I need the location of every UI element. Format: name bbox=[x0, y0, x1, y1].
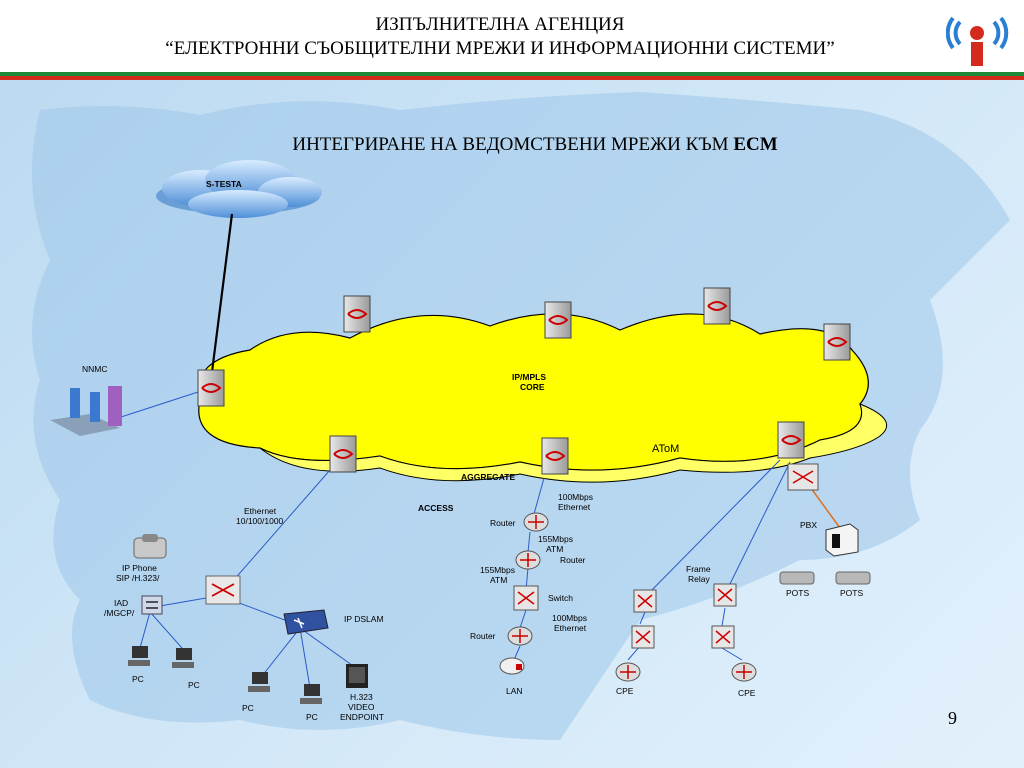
server-icon bbox=[703, 287, 731, 325]
ip-dslam-icon bbox=[283, 609, 329, 635]
video-endpoint-icon bbox=[346, 664, 368, 688]
mbps100-label-2: Ethernet bbox=[558, 502, 591, 512]
cpe-label: CPE bbox=[738, 688, 756, 698]
switch-icon bbox=[631, 625, 655, 649]
pc-icon bbox=[300, 684, 322, 704]
nnmc-label: NNMC bbox=[82, 364, 108, 374]
pc-label: PC bbox=[132, 674, 144, 684]
router-label: Router bbox=[490, 518, 516, 528]
server-icon bbox=[541, 437, 569, 475]
switch-icon bbox=[711, 625, 735, 649]
pots-label: POTS bbox=[786, 588, 809, 598]
switch-label: Switch bbox=[548, 593, 573, 603]
frame-relay-label-1: Frame bbox=[686, 564, 711, 574]
pc-icon bbox=[128, 646, 150, 666]
core-label-2: CORE bbox=[520, 382, 545, 392]
router-icon bbox=[731, 662, 757, 682]
slide-title: ИНТЕГРИРАНЕ НА ВЕДОМСТВЕНИ МРЕЖИ КЪМ ЕСМ bbox=[0, 134, 1024, 156]
pbx-icon bbox=[825, 523, 859, 557]
ethernet-label-1: Ethernet bbox=[244, 506, 277, 516]
signal-i-logo-icon bbox=[946, 16, 1009, 66]
ip-mpls-core-cloud bbox=[198, 313, 888, 483]
mbps100-label-1: 100Mbps bbox=[558, 492, 593, 502]
slide-title-bold: ЕСМ bbox=[733, 134, 778, 155]
switch-icon bbox=[633, 589, 657, 613]
mbps100-label-2: Ethernet bbox=[554, 623, 587, 633]
server-icon bbox=[343, 295, 371, 333]
iad-label-1: IAD bbox=[114, 598, 128, 608]
switch-icon bbox=[513, 585, 539, 611]
atom-label: AToM bbox=[652, 443, 679, 455]
ip-dslam-label: IP DSLAM bbox=[344, 614, 384, 624]
router-icon bbox=[507, 626, 533, 646]
s-testa-cloud bbox=[156, 160, 322, 218]
ip-phone-icon bbox=[133, 534, 167, 559]
s-testa-label: S-TESTA bbox=[206, 179, 242, 189]
pc-label: PC bbox=[306, 712, 318, 722]
pbx-link bbox=[807, 483, 841, 529]
mbps155-label-1: 155Mbps bbox=[480, 565, 515, 575]
mbps100-label-1: 100Mbps bbox=[552, 613, 587, 623]
server-icon bbox=[544, 301, 572, 339]
frame-relay-label-2: Relay bbox=[688, 574, 710, 584]
gateway-switch-icon bbox=[787, 463, 819, 491]
ethernet-label-2: 10/100/1000 bbox=[236, 516, 284, 526]
switch-icon bbox=[713, 583, 737, 607]
h323-label-1: H.323 bbox=[350, 692, 373, 702]
h323-label-3: ENDPOINT bbox=[340, 712, 384, 722]
ip-phone-label-2: SIP /H.323/ bbox=[116, 573, 160, 583]
router-icon bbox=[523, 512, 549, 532]
lan-label: LAN bbox=[506, 686, 523, 696]
pc-icon bbox=[172, 648, 194, 668]
pots-phone-icon bbox=[835, 571, 871, 585]
router-label: Router bbox=[560, 555, 586, 565]
lan-icon bbox=[499, 657, 525, 675]
flag-stripes bbox=[0, 68, 1024, 80]
header: ИЗПЪЛНИТЕЛНА АГЕНЦИЯ “ЕЛЕКТРОННИ СЪОБЩИТ… bbox=[0, 0, 1024, 72]
iad-label-2: /MGCP/ bbox=[104, 608, 135, 618]
pots-phone-icon bbox=[779, 571, 815, 585]
slide-title-text: ИНТЕГРИРАНЕ НА ВЕДОМСТВЕНИ МРЕЖИ КЪМ bbox=[292, 134, 729, 155]
h323-label-2: VIDEO bbox=[348, 702, 375, 712]
access-links bbox=[117, 391, 791, 689]
router-icon bbox=[615, 662, 641, 682]
server-icon bbox=[777, 421, 805, 459]
agency-title: ИЗПЪЛНИТЕЛНА АГЕНЦИЯ bbox=[375, 14, 625, 35]
pbx-label: PBX bbox=[800, 520, 817, 530]
pc-label: PC bbox=[188, 680, 200, 690]
agency-subtitle: “ЕЛЕКТРОННИ СЪОБЩИТЕЛНИ МРЕЖИ И ИНФОРМАЦ… bbox=[165, 38, 835, 59]
ip-phone-label-1: IP Phone bbox=[122, 563, 157, 573]
nnmc-workstation-icon bbox=[50, 386, 122, 436]
access-switch-icon bbox=[205, 575, 241, 605]
router-icon bbox=[515, 550, 541, 570]
mbps155-label-2: ATM bbox=[546, 544, 563, 554]
iad-device-icon bbox=[141, 595, 163, 615]
pc-label: PC bbox=[242, 703, 254, 713]
access-label: ACCESS bbox=[418, 503, 454, 513]
pc-icon bbox=[248, 672, 270, 692]
aggregate-label: AGGREGATE bbox=[461, 472, 515, 482]
server-icon bbox=[329, 435, 357, 473]
core-label-1: IP/MPLS bbox=[512, 372, 546, 382]
page-number: 9 bbox=[948, 708, 957, 728]
mbps155-label-1: 155Mbps bbox=[538, 534, 573, 544]
cpe-label: CPE bbox=[616, 686, 634, 696]
server-icon bbox=[197, 369, 225, 407]
uplink-line bbox=[210, 213, 234, 373]
router-label: Router bbox=[470, 631, 496, 641]
server-icon bbox=[823, 323, 851, 361]
mbps155-label-2: ATM bbox=[490, 575, 507, 585]
pots-label: POTS bbox=[840, 588, 863, 598]
